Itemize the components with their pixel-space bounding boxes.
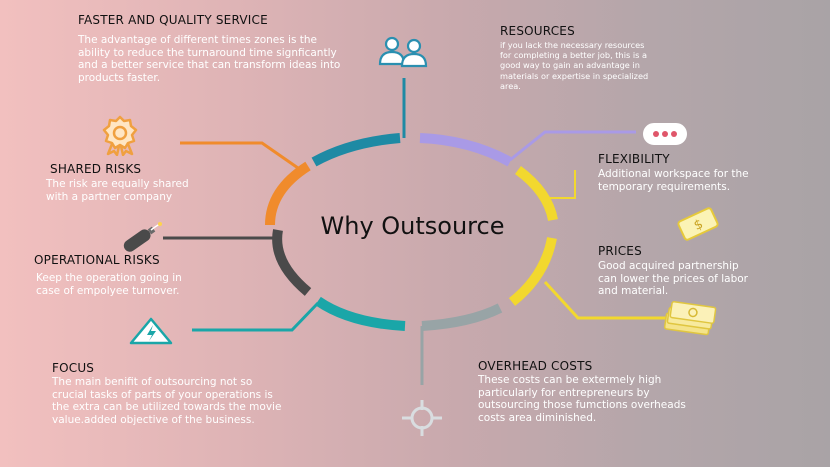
bomb-icon (123, 222, 162, 252)
shared-text: The risk are equally shared with a partn… (46, 178, 189, 203)
arc-shared (265, 161, 311, 226)
arc-overhead (421, 303, 503, 331)
chat-bubble-icon (643, 123, 687, 145)
operational-text: Keep the operation going in case of empo… (36, 272, 182, 297)
resources-heading: RESOURCES (500, 24, 575, 38)
resources-text: if you lack the necessary resources for … (500, 40, 649, 91)
center-title: Why Outsource (320, 212, 505, 240)
dollar-tag-icon: $ (677, 207, 719, 241)
faster-heading: FASTER AND QUALITY SERVICE (78, 13, 268, 27)
shared-heading: SHARED RISKS (50, 162, 142, 176)
flexibility-heading: FLEXIBILITY (598, 152, 670, 166)
faster-text: The advantage of different times zones i… (78, 34, 341, 84)
target-icon (402, 400, 442, 436)
warning-icon (129, 317, 173, 345)
users-icon (378, 36, 428, 68)
operational-heading: OPERATIONAL RISKS (34, 253, 160, 267)
overhead-text: These costs can be extermely high partic… (478, 374, 686, 424)
overhead-heading: OVERHEAD COSTS (478, 359, 593, 373)
flexibility-text: Additional workspace for the temporary r… (598, 168, 749, 193)
arc-operational (272, 229, 312, 296)
connector-focus (192, 301, 320, 332)
focus-text: The main benifit of outsourcing not so c… (52, 376, 282, 426)
arc-resources (419, 133, 513, 167)
focus-heading: FOCUS (52, 361, 95, 375)
arc-faster (311, 133, 401, 167)
arc-prices (508, 236, 557, 306)
prices-text: Good acquired partnership can lower the … (598, 260, 748, 298)
connector-prices (543, 280, 670, 320)
award-ribbon-icon (102, 115, 138, 156)
connector-resources (509, 130, 636, 162)
money-stack-icon (663, 301, 717, 336)
connector-flexibility (548, 170, 576, 199)
prices-heading: PRICES (598, 244, 642, 258)
arc-flexibility (514, 165, 558, 222)
connector-shared (180, 141, 299, 170)
arc-focus (315, 296, 406, 331)
